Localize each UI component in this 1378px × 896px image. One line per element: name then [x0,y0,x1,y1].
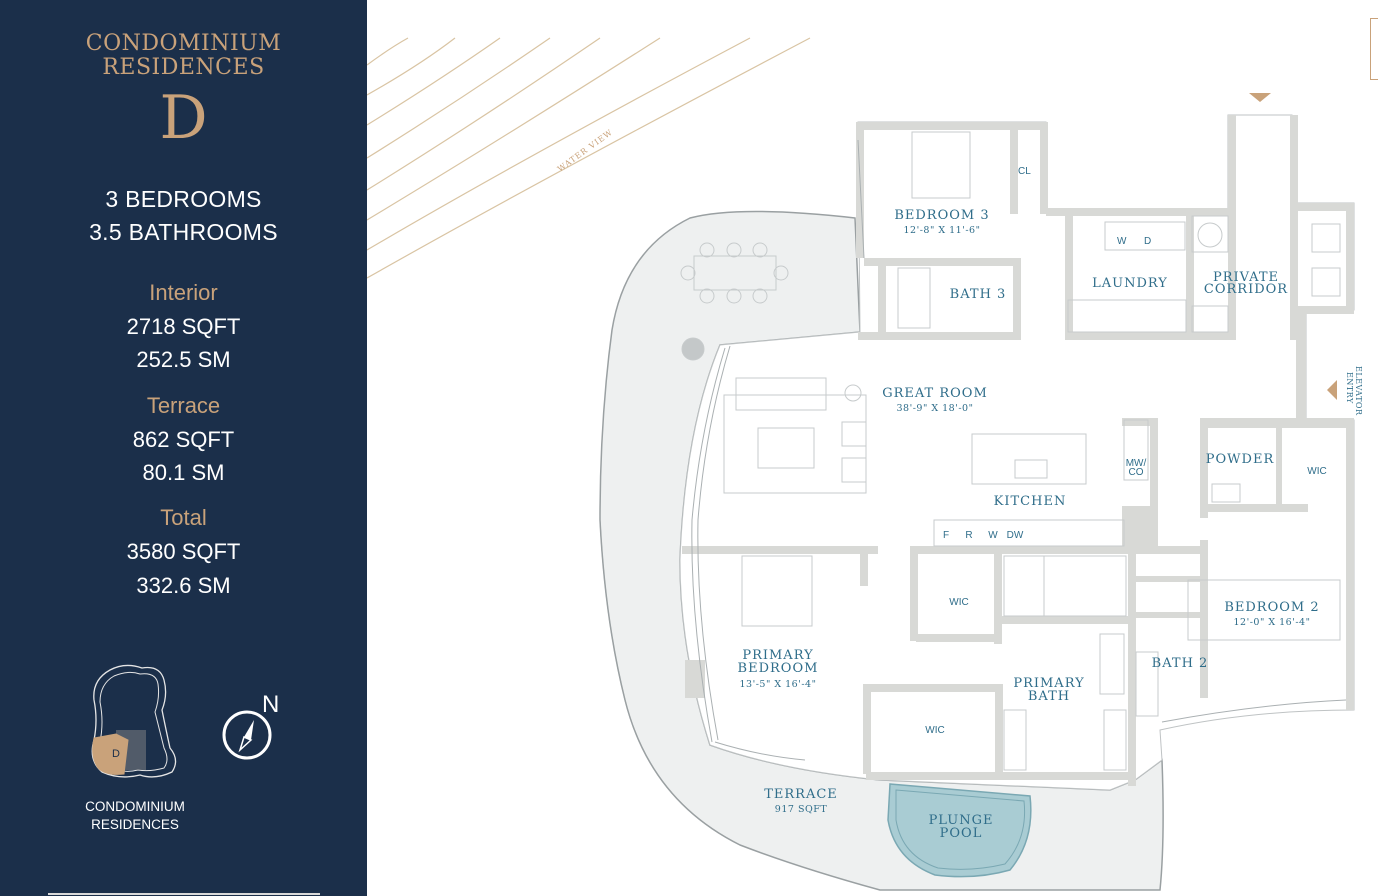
brand-line-1: CONDOMINIUM [85,31,282,56]
primary-bedroom-label-1: PRIMARY [742,648,813,663]
unit-letter: D [159,83,208,153]
terrace-sm: 80.1 SM [142,460,225,485]
appliance-dw: DW [1007,530,1024,541]
wic-label-primary-2: WIC [925,725,944,736]
bathroom-count: 3.5 BATHROOMS [89,219,278,245]
brand-line-2: RESIDENCES [102,55,265,80]
plunge-pool-label-2: POOL [940,826,983,841]
terrace-label: Terrace [146,393,221,418]
bath-3-label: BATH 3 [950,287,1007,302]
unit-info-sidebar: CONDOMINIUM RESIDENCES D 3 BEDROOMS 3.5 … [0,0,367,896]
primary-bedroom-dims: 13'-5" X 16'-4" [740,679,817,690]
interior-sqft: 2718 SQFT [126,314,241,339]
compass-icon: N [222,691,279,760]
bedroom-3-label: BEDROOM 3 [894,208,989,223]
floor-plan: WATER VIEW [367,37,1363,891]
wic-label-bedroom-2: WIC [1307,466,1326,477]
top-entry-arrow-icon [1249,93,1271,102]
primary-bath-label-2: BATH [1028,689,1070,704]
total-sqft: 3580 SQFT [126,539,241,564]
total-sm: 332.6 SM [136,573,231,598]
key-plan-map: D [91,664,177,778]
appliance-r: R [965,530,972,541]
wic-label-primary-1: WIC [949,597,968,608]
laundry-label: LAUNDRY [1092,276,1168,291]
compass-north-label: N [262,691,279,718]
great-room-label: GREAT ROOM [882,386,988,401]
water-contours [367,37,811,279]
interior-label: Interior [149,280,218,305]
brand-title: CONDOMINIUM RESIDENCES [0,32,367,80]
side-tab-edge[interactable] [1370,18,1378,80]
plunge-pool-label-1: PLUNGE [929,813,994,828]
closet-label: CL [1018,166,1031,177]
elevator-entry-label-1: ELEVATOR [1354,366,1363,416]
terrace-plan-label: TERRACE [764,787,838,802]
bed-bath-summary: 3 BEDROOMS 3.5 BATHROOMS [0,183,367,249]
sidebar-divider [48,893,320,895]
private-corridor-label-1: PRIVATE [1213,270,1279,285]
plunge-pool [887,783,1032,878]
total-label: Total [160,505,207,530]
private-corridor-label-2: CORRIDOR [1204,282,1288,297]
powder-label: POWDER [1206,452,1275,467]
interior-sm: 252.5 SM [136,347,231,372]
elevator-entry-arrow-icon [1327,380,1337,400]
bedroom-count: 3 BEDROOMS [105,186,262,212]
primary-bedroom-label-2: BEDROOM [738,661,819,676]
window-lines [691,139,1347,761]
terrace-plan-area: 917 SQFT [775,804,828,815]
key-plan-caption-line-2: RESIDENCES [91,817,179,832]
key-plan-marker: D [112,748,120,760]
bedroom-2-dims: 12'-0" X 16'-4" [1234,617,1311,628]
walls [682,115,1354,786]
primary-bath-label-1: PRIMARY [1013,676,1084,691]
key-plan-caption-line-1: CONDOMINIUM [85,799,185,814]
interior-floorplate [679,114,1355,791]
terrace-sqft: 862 SQFT [132,427,235,452]
mwco-label-1: MW/ [1126,458,1147,469]
great-room-dims: 38'-9" X 18'-0" [897,403,974,414]
appliance-f: F [943,530,949,541]
elevator-entry-label-2: ENTRY [1345,372,1354,404]
key-plan-caption: CONDOMINIUM RESIDENCES [60,798,210,834]
bedroom-2-label: BEDROOM 2 [1224,600,1319,615]
water-view-label: WATER VIEW [556,128,615,174]
appliance-w: W [988,530,998,541]
mwco-label-2: CO [1129,467,1144,478]
bath-2-label: BATH 2 [1152,656,1209,671]
furniture [680,131,1341,771]
washer-label: W [1117,236,1127,247]
bedroom-3-dims: 12'-8" X 11'-6" [904,225,981,236]
kitchen-label: KITCHEN [994,494,1067,509]
dryer-label: D [1144,236,1151,247]
